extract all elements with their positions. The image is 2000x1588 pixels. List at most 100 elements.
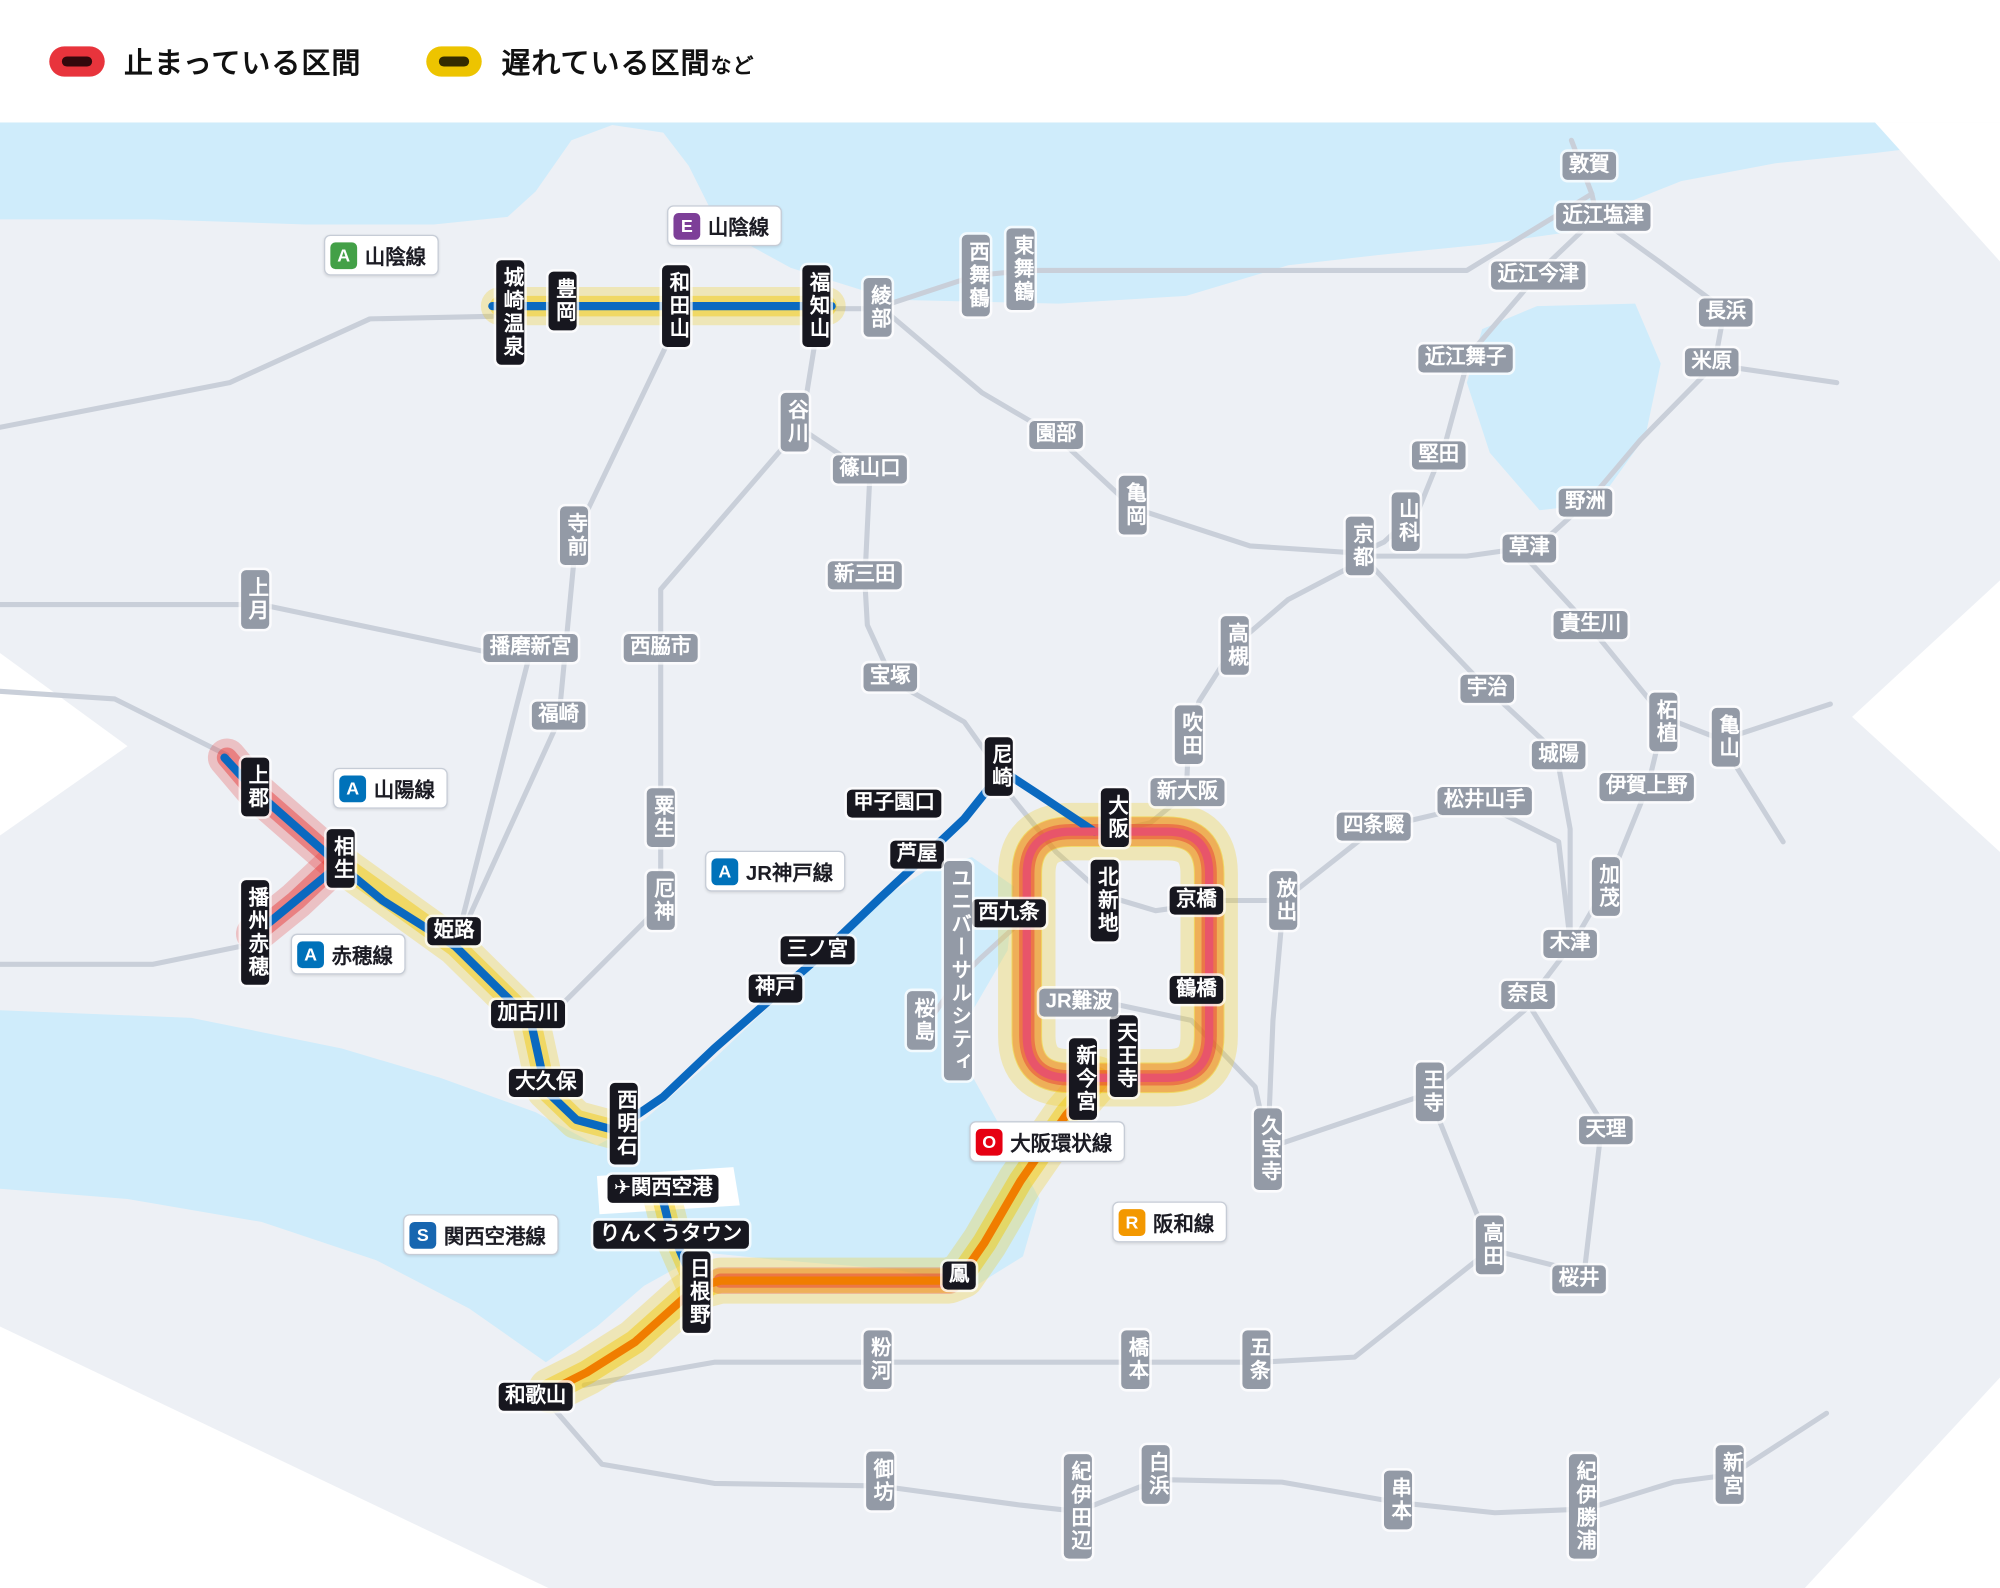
rail-line-gray: [0, 688, 230, 758]
station-label: 紀伊勝浦: [1568, 1454, 1597, 1559]
water-area: [0, 122, 2000, 304]
rail-line-gray: [1364, 558, 1573, 944]
rail-line-active: [1022, 827, 1214, 1082]
rail-line-gray: [543, 428, 800, 1023]
rail-line-gray: [456, 322, 679, 942]
map-edge-area: [0, 653, 128, 836]
station-label: 上月: [241, 570, 270, 629]
line-symbol-icon: A: [339, 774, 367, 802]
station-label: 天王寺: [1109, 1015, 1138, 1097]
station-label: 和歌山: [498, 1382, 573, 1411]
station-label: 柘植: [1649, 692, 1678, 752]
station-label: 北新地: [1090, 859, 1119, 942]
rail-line-gray: [1265, 903, 1286, 1148]
legend-delayed-main: 遅れている区間: [501, 48, 711, 80]
station-label: 五条: [1242, 1330, 1271, 1390]
station-label: 城陽: [1531, 741, 1586, 770]
station-label: 亀岡: [1118, 475, 1147, 535]
line-name: 大阪環状線: [1010, 1133, 1113, 1156]
station-label: 大阪: [1100, 788, 1129, 847]
rail-line-gray: [798, 331, 1002, 773]
station-label: 野洲: [1558, 488, 1613, 517]
rail-line-gray: [0, 313, 495, 430]
station-label: 御坊: [866, 1451, 895, 1511]
rail-line-gray: [0, 941, 256, 967]
station-label: 高田: [1475, 1215, 1504, 1275]
station-label: りんくうタウン: [593, 1220, 749, 1249]
station-label: 新三田: [827, 561, 902, 590]
station-label: 播磨新宮: [483, 633, 578, 662]
station-label: 姫路: [427, 917, 481, 946]
rail-line-gray: [1499, 1005, 1605, 1276]
station-label: 西舞鶴: [961, 234, 990, 317]
station-label: 和田山: [662, 265, 690, 347]
station-label: 高槻: [1220, 616, 1249, 675]
station-label: 久宝寺: [1253, 1108, 1282, 1191]
legend-delayed-label: 遅れている区間など: [501, 40, 754, 82]
rail-line-gray: [548, 1403, 1830, 1516]
station-label: 近江今津: [1491, 261, 1586, 290]
line-name: 山陽線: [373, 780, 435, 803]
station-label: 厄神: [646, 871, 675, 930]
line-badge: E 山陰線: [667, 205, 782, 247]
station-label: 白浜: [1141, 1445, 1170, 1504]
station-label: 寺前: [560, 506, 588, 566]
station-label: 加茂: [1591, 857, 1620, 916]
station-label: 加古川: [491, 1000, 566, 1029]
delayed-section-icon: [426, 45, 483, 77]
station-label: ユニバーサルシティ: [943, 860, 972, 1081]
station-label: ✈関西空港: [607, 1174, 720, 1203]
station-label: 橋本: [1121, 1330, 1150, 1390]
station-label: 木津: [1543, 929, 1597, 958]
line-symbol-icon: E: [673, 212, 701, 240]
station-label: 播州赤穂: [241, 880, 270, 985]
rail-line-gray: [0, 602, 531, 944]
station-label: 伊賀上野: [1599, 773, 1694, 801]
station-label: 新今宮: [1068, 1038, 1097, 1120]
station-label: 鳳: [942, 1261, 976, 1290]
station-label: 山科: [1391, 492, 1420, 552]
station-label: 鶴橋: [1169, 975, 1224, 1004]
legend-stopped-label: 止まっている区間: [124, 48, 362, 80]
station-label: 城崎温泉: [496, 260, 525, 365]
station-label: 粟生: [646, 788, 675, 847]
map-edge-area: [0, 1326, 549, 1588]
station-label: 京橋: [1169, 886, 1224, 915]
station-label: 吹田: [1174, 705, 1203, 765]
legend-delayed-suffix: など: [710, 55, 755, 78]
station-label: 王寺: [1415, 1062, 1444, 1122]
station-label: 天理: [1579, 1116, 1633, 1145]
station-label: 綾部: [863, 278, 892, 337]
station-label: 敦賀: [1562, 151, 1617, 180]
line-symbol-icon: R: [1118, 1208, 1146, 1236]
station-label: 近江舞子: [1418, 344, 1513, 373]
station-label: 桜島: [906, 991, 935, 1050]
line-name: 山陰線: [364, 247, 427, 270]
station-label: 甲子園口: [846, 789, 942, 818]
station-label: 東舞鶴: [1006, 228, 1035, 310]
station-label: 京都: [1345, 516, 1374, 576]
station-label: 上郡: [241, 757, 270, 817]
station-label: 芦屋: [890, 840, 944, 869]
station-label: 西九条: [971, 899, 1046, 928]
rail-line-active: [546, 1074, 1102, 1395]
line-name: 山陰線: [707, 218, 770, 240]
station-label: 尼崎: [984, 737, 1013, 796]
station-label: 奈良: [1501, 980, 1555, 1009]
station-label: JR難波: [1039, 988, 1119, 1017]
station-label: 西明石: [609, 1082, 638, 1165]
station-label: 神戸: [748, 974, 803, 1003]
station-label: 宝塚: [863, 663, 918, 692]
line-name: JR神戸線: [745, 863, 834, 886]
station-label: 草津: [1502, 534, 1557, 563]
station-label: 日根野: [682, 1251, 711, 1333]
line-name: 赤穂線: [331, 946, 393, 969]
station-label: 宇治: [1460, 674, 1515, 703]
